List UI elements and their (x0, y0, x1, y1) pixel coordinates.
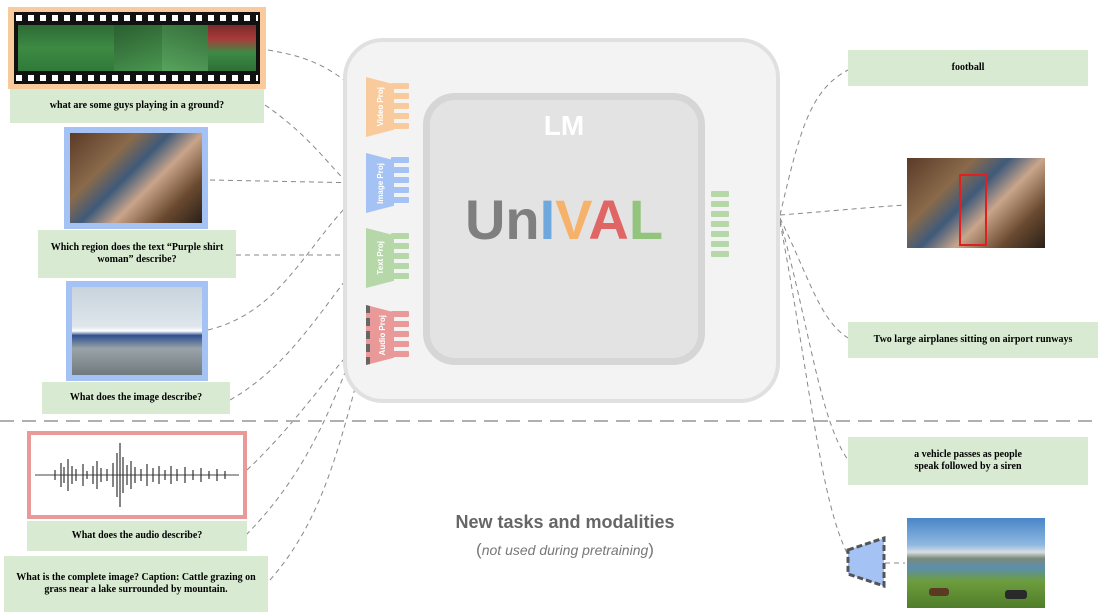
output-token (711, 231, 729, 237)
image-token (391, 177, 409, 183)
connector-out-football (779, 69, 849, 216)
region-image-frame (64, 127, 208, 229)
audio-question-box: What does the audio describe? (27, 521, 247, 551)
region-photo (70, 133, 202, 223)
subtitle-close-paren: ) (648, 540, 654, 559)
video-input-frame (8, 7, 266, 89)
text-token (391, 253, 409, 259)
output-token (711, 191, 729, 197)
caption-question-box: What does the image describe? (42, 382, 230, 414)
video-frame-1 (18, 25, 114, 71)
text-token (391, 263, 409, 269)
region-question-box: Which region does the text “Purple shirt… (38, 230, 236, 278)
image-projection: Image Proj (366, 153, 394, 213)
audio-token (391, 341, 409, 347)
video-token (391, 93, 409, 99)
output-token (711, 201, 729, 207)
video-token (391, 123, 409, 129)
lm-label: LM (543, 110, 585, 141)
image-token (391, 167, 409, 173)
video-token (391, 103, 409, 109)
text-token (391, 243, 409, 249)
audio-token (391, 311, 409, 317)
connector-region-image (209, 179, 366, 184)
airplane-photo (72, 287, 202, 375)
connector-out-caption (779, 217, 849, 339)
output-token (711, 211, 729, 217)
video-frame-2 (114, 25, 162, 71)
text-token (391, 233, 409, 239)
decoder-trapezoid-icon (846, 536, 886, 588)
airplane-image-frame (66, 281, 208, 381)
generated-landscape-photo (907, 518, 1045, 608)
new-tasks-subtitle: (not used during pretraining) (400, 540, 730, 560)
connector-out-image (779, 221, 849, 556)
audio-token (391, 351, 409, 357)
new-tasks-title: New tasks and modalities (455, 512, 675, 532)
caption-answer-box: Two large airplanes sitting on airport r… (848, 322, 1098, 358)
football-answer-box: football (848, 50, 1088, 86)
connector-out-region (779, 204, 906, 216)
region-bounding-box (959, 174, 987, 246)
video-projection: Video Proj (366, 77, 394, 137)
video-question-box: what are some guys playing in a ground? (10, 89, 264, 123)
waveform-icon (35, 443, 239, 507)
connector-out-audio (779, 219, 849, 461)
image-generation-question-box: What is the complete image? Caption: Cat… (4, 556, 268, 612)
subtitle-open-paren: ( (476, 540, 482, 559)
output-token (711, 221, 729, 227)
image-token (391, 197, 409, 203)
audio-token (391, 331, 409, 337)
video-token (391, 83, 409, 89)
film-strip-icon (14, 12, 260, 84)
unival-name: UnIVAL (423, 188, 705, 252)
text-token (391, 273, 409, 279)
region-output-photo (907, 158, 1045, 248)
cattle (1005, 590, 1027, 599)
connector-video-input (267, 49, 373, 101)
film-sprockets-bottom (16, 75, 258, 81)
video-frame-3 (162, 25, 208, 71)
audio-projection: Audio Proj (366, 305, 394, 365)
unival-letter: A (588, 188, 629, 251)
audio-token (391, 321, 409, 327)
unival-letter: Un (464, 188, 540, 251)
output-token (711, 241, 729, 247)
text-projection: Text Proj (366, 228, 394, 288)
subtitle-italic: not used during pretraining (481, 542, 649, 558)
unival-letter: V (555, 188, 589, 251)
cattle (929, 588, 949, 596)
image-token (391, 157, 409, 163)
video-token (391, 113, 409, 119)
lm-block (423, 93, 705, 365)
connector-caption-question (229, 239, 381, 401)
film-sprockets-top (16, 15, 258, 21)
audio-input-frame (27, 431, 247, 519)
audio-answer-box: a vehicle passes as people speak followe… (848, 437, 1088, 485)
image-token (391, 187, 409, 193)
unival-letter: I (539, 188, 556, 251)
unival-letter: L (628, 188, 664, 251)
output-token (711, 251, 729, 257)
video-frame-4 (208, 25, 256, 71)
